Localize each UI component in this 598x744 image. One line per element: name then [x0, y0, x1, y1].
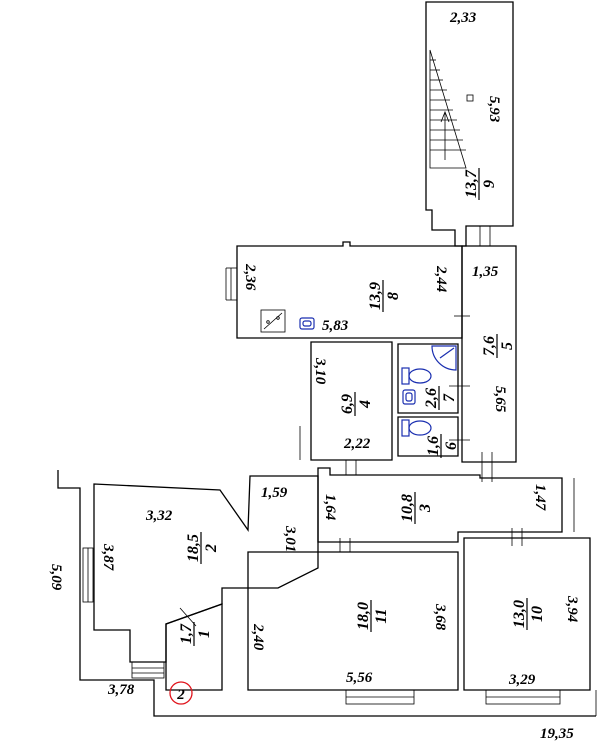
room-area: 18,0 [355, 602, 372, 630]
room-number: 6 [443, 442, 460, 450]
dim-label: 1,64 [322, 494, 338, 521]
dim-label: 2,33 [449, 10, 477, 26]
dimension-labels: 2,33 5,93 2,36 2,44 5,83 1,35 3,10 5,65 … [48, 10, 580, 698]
room-area: 1,6 [425, 436, 442, 456]
dim-label: 2,36 [242, 263, 258, 291]
room-label-5: 7,6 5 [481, 334, 516, 358]
sink-icon [402, 389, 416, 405]
room-area: 13,9 [367, 282, 384, 310]
walls [57, 1, 597, 717]
room-area: 13,0 [511, 600, 528, 628]
room-number: 3 [417, 504, 434, 513]
dim-label: 5,93 [486, 96, 502, 123]
dim-label: 3,87 [100, 543, 116, 571]
room-label-9: 13,7 9 [463, 168, 498, 200]
overall-width-label: 19,35 [540, 726, 574, 742]
dim-label: 3,01 [282, 525, 298, 552]
dim-label: 1,47 [532, 484, 548, 511]
room-area: 2,6 [423, 388, 440, 409]
room-label-8: 13,9 8 [367, 280, 402, 312]
dim-label: 3,94 [564, 595, 580, 623]
room-area: 1,7 [178, 623, 195, 644]
dim-label: 2,40 [250, 623, 266, 651]
room-label-7: 2,6 7 [423, 386, 458, 410]
room-number: 8 [385, 292, 402, 300]
room-number: 7 [441, 393, 458, 402]
toilet-icon [401, 367, 432, 385]
room-area: 7,6 [481, 336, 498, 356]
marker-badge: 2 [169, 681, 193, 705]
room-label-10: 13,0 10 [511, 598, 546, 630]
dim-label: 1,35 [472, 264, 499, 280]
dim-label: 5,56 [346, 670, 373, 686]
room-label-1: 1,7 1 [178, 622, 213, 646]
dim-label: 2,44 [433, 265, 449, 293]
room-number: 5 [499, 342, 516, 350]
dim-label: 2,22 [343, 436, 371, 452]
dim-label: 5,09 [48, 564, 64, 591]
dim-label: 3,10 [312, 357, 328, 385]
electrical-panel-icon [260, 309, 286, 333]
dim-label: 5,65 [492, 386, 508, 413]
dim-label: 1,59 [261, 485, 288, 501]
dim-label: 3,32 [145, 508, 173, 524]
toilet-icon [401, 419, 432, 437]
room-label-4: 6,9 4 [339, 392, 374, 416]
room-number: 4 [357, 400, 374, 409]
room-number: 2 [203, 544, 220, 553]
room-number: 10 [529, 606, 546, 622]
room-label-11: 18,0 11 [355, 600, 390, 632]
dim-label: 3,29 [508, 672, 536, 688]
room-label-6: 1,6 6 [425, 434, 460, 458]
dim-label: 3,78 [107, 682, 135, 698]
room-number: 1 [196, 630, 213, 638]
dim-label: 3,68 [432, 603, 448, 631]
room-number: 9 [481, 180, 498, 188]
room-area: 13,7 [463, 169, 480, 198]
shower-icon [431, 345, 457, 371]
room-area: 6,9 [339, 394, 356, 414]
room-label-3: 10,8 3 [399, 492, 434, 524]
marker-number: 2 [176, 687, 185, 703]
staircase-icon [429, 49, 474, 169]
dim-label: 5,83 [322, 318, 349, 334]
room-label-2: 18,5 2 [185, 532, 220, 564]
room-number: 11 [373, 608, 390, 623]
room-area: 18,5 [185, 534, 202, 562]
room-area: 10,8 [399, 494, 416, 522]
sink-icon [299, 317, 315, 330]
